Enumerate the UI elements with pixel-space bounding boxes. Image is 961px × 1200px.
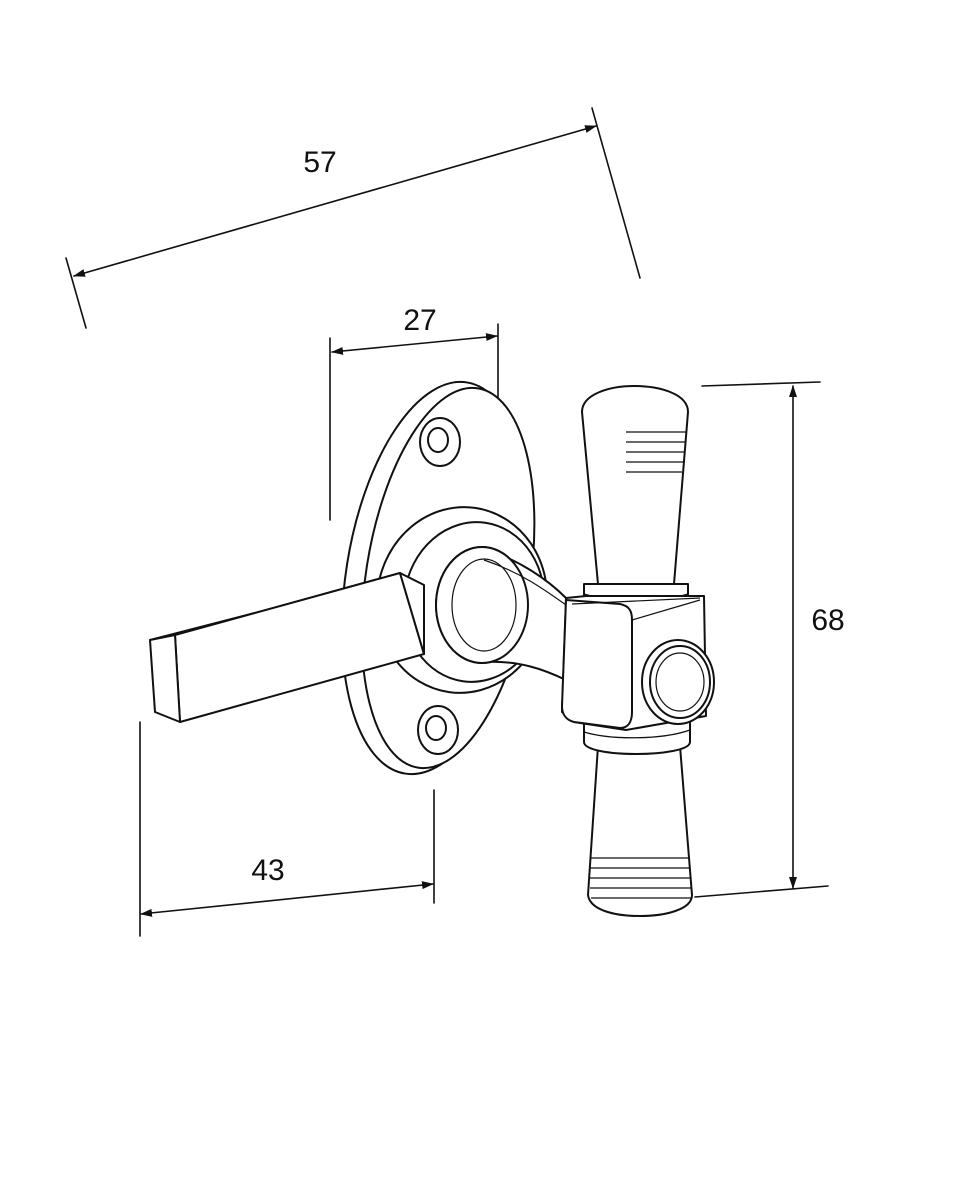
t-handle (561, 385, 715, 917)
dimension-label-68: 68 (811, 604, 844, 637)
dimension-label-57: 57 (303, 146, 336, 179)
lever-arm (149, 572, 425, 723)
upper-grip (581, 385, 689, 585)
lower-grip (587, 745, 693, 917)
extension-line (701, 381, 821, 387)
spindle-neck (435, 546, 567, 681)
dimension-line (331, 333, 498, 355)
dimension-plate-width: 27 (329, 304, 499, 521)
screw-hole-top (419, 417, 461, 467)
hub-block (561, 595, 707, 731)
hub-end-cap (641, 639, 715, 725)
dimension-handle-height: 68 (694, 381, 845, 898)
dimension-line (73, 125, 597, 277)
dimension-label-27: 27 (403, 304, 436, 337)
dimension-label-43: 43 (251, 854, 284, 887)
extension-line (694, 885, 829, 898)
dimension-overall-length: 57 (65, 107, 641, 329)
dimension-line (140, 881, 434, 917)
extension-line (591, 107, 641, 279)
screw-hole-bottom (417, 705, 459, 755)
dimension-lever-length: 43 (139, 721, 435, 937)
extension-line (65, 257, 87, 329)
